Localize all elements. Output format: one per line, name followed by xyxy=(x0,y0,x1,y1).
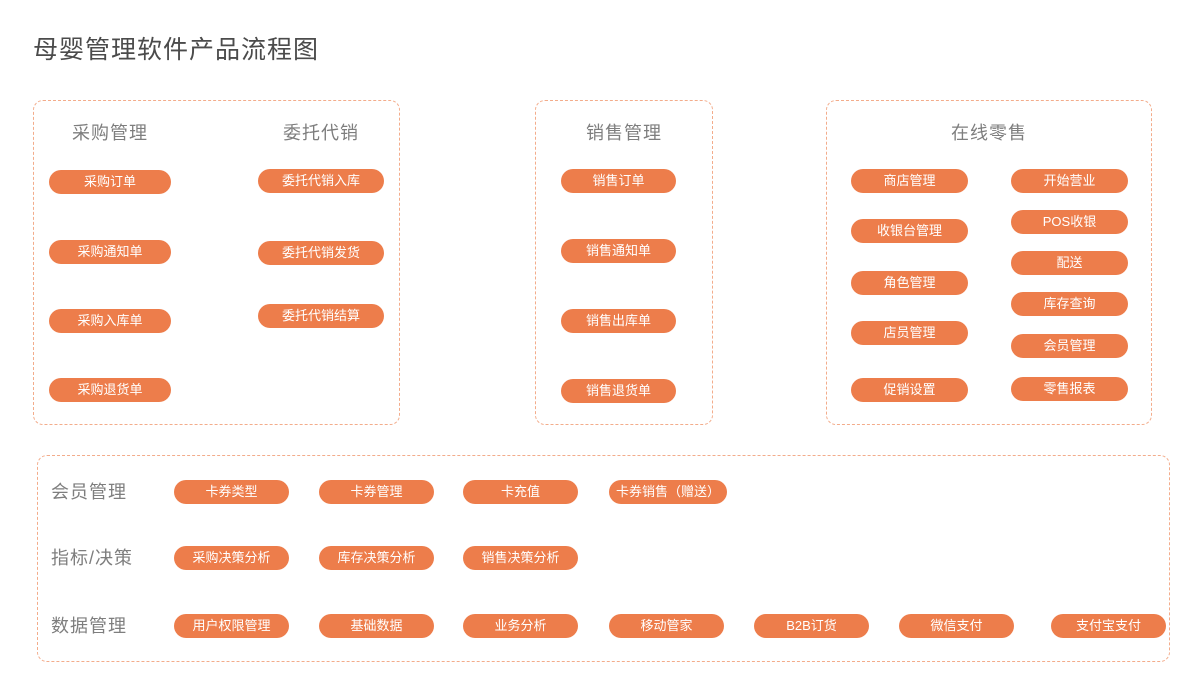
inventory-decision-analysis-pill: 库存决策分析 xyxy=(319,546,434,570)
promotion-settings-pill: 促销设置 xyxy=(851,378,968,402)
indicator-decision-row-label: 指标/决策 xyxy=(51,548,134,568)
sales-outbound-pill: 销售出库单 xyxy=(561,309,676,333)
purchase-decision-analysis-pill: 采购决策分析 xyxy=(174,546,289,570)
sales-management-header: 销售管理 xyxy=(586,123,662,143)
b2b-ordering-pill: B2B订货 xyxy=(754,614,869,638)
delivery-pill: 配送 xyxy=(1011,251,1128,275)
purchase-order-pill: 采购订单 xyxy=(49,170,171,194)
alipay-pay-pill: 支付宝支付 xyxy=(1051,614,1166,638)
member-management-row-label: 会员管理 xyxy=(51,482,127,502)
business-analysis-pill: 业务分析 xyxy=(463,614,578,638)
cashier-desk-management-pill: 收银台管理 xyxy=(851,219,968,243)
consignment-inbound-pill: 委托代销入库 xyxy=(258,169,384,193)
consignment-settlement-pill: 委托代销结算 xyxy=(258,304,384,328)
sales-decision-analysis-pill: 销售决策分析 xyxy=(463,546,578,570)
data-management-row-label: 数据管理 xyxy=(51,616,127,636)
sales-panel: 销售管理 销售订单 销售通知单 销售出库单 销售退货单 xyxy=(535,100,713,425)
wechat-pay-pill: 微信支付 xyxy=(899,614,1014,638)
basic-data-pill: 基础数据 xyxy=(319,614,434,638)
mobile-butler-pill: 移动管家 xyxy=(609,614,724,638)
sales-order-pill: 销售订单 xyxy=(561,169,676,193)
card-coupon-sale-gift-pill: 卡券销售（赠送） xyxy=(609,480,727,504)
page-title: 母婴管理软件产品流程图 xyxy=(33,36,320,64)
card-recharge-pill: 卡充值 xyxy=(463,480,578,504)
inventory-query-pill: 库存查询 xyxy=(1011,292,1128,316)
consignment-header: 委托代销 xyxy=(283,123,359,143)
purchase-inbound-pill: 采购入库单 xyxy=(49,309,171,333)
sales-return-pill: 销售退货单 xyxy=(561,379,676,403)
purchase-notice-pill: 采购通知单 xyxy=(49,240,171,264)
purchase-consignment-panel: 采购管理 委托代销 采购订单 采购通知单 采购入库单 采购退货单 委托代销入库 … xyxy=(33,100,400,425)
bottom-panel: 会员管理 卡券类型 卡券管理 卡充值 卡券销售（赠送） 指标/决策 采购决策分析… xyxy=(37,455,1170,662)
online-retail-header: 在线零售 xyxy=(951,123,1027,143)
purchase-management-header: 采购管理 xyxy=(72,123,148,143)
sales-notice-pill: 销售通知单 xyxy=(561,239,676,263)
user-permission-management-pill: 用户权限管理 xyxy=(174,614,289,638)
open-business-pill: 开始营业 xyxy=(1011,169,1128,193)
member-management-pill: 会员管理 xyxy=(1011,334,1128,358)
consignment-dispatch-pill: 委托代销发货 xyxy=(258,241,384,265)
purchase-return-pill: 采购退货单 xyxy=(49,378,171,402)
card-coupon-type-pill: 卡券类型 xyxy=(174,480,289,504)
card-coupon-management-pill: 卡券管理 xyxy=(319,480,434,504)
clerk-management-pill: 店员管理 xyxy=(851,321,968,345)
pos-cashier-pill: POS收银 xyxy=(1011,210,1128,234)
retail-report-pill: 零售报表 xyxy=(1011,377,1128,401)
role-management-pill: 角色管理 xyxy=(851,271,968,295)
store-management-pill: 商店管理 xyxy=(851,169,968,193)
online-retail-panel: 在线零售 商店管理 收银台管理 角色管理 店员管理 促销设置 开始营业 POS收… xyxy=(826,100,1152,425)
